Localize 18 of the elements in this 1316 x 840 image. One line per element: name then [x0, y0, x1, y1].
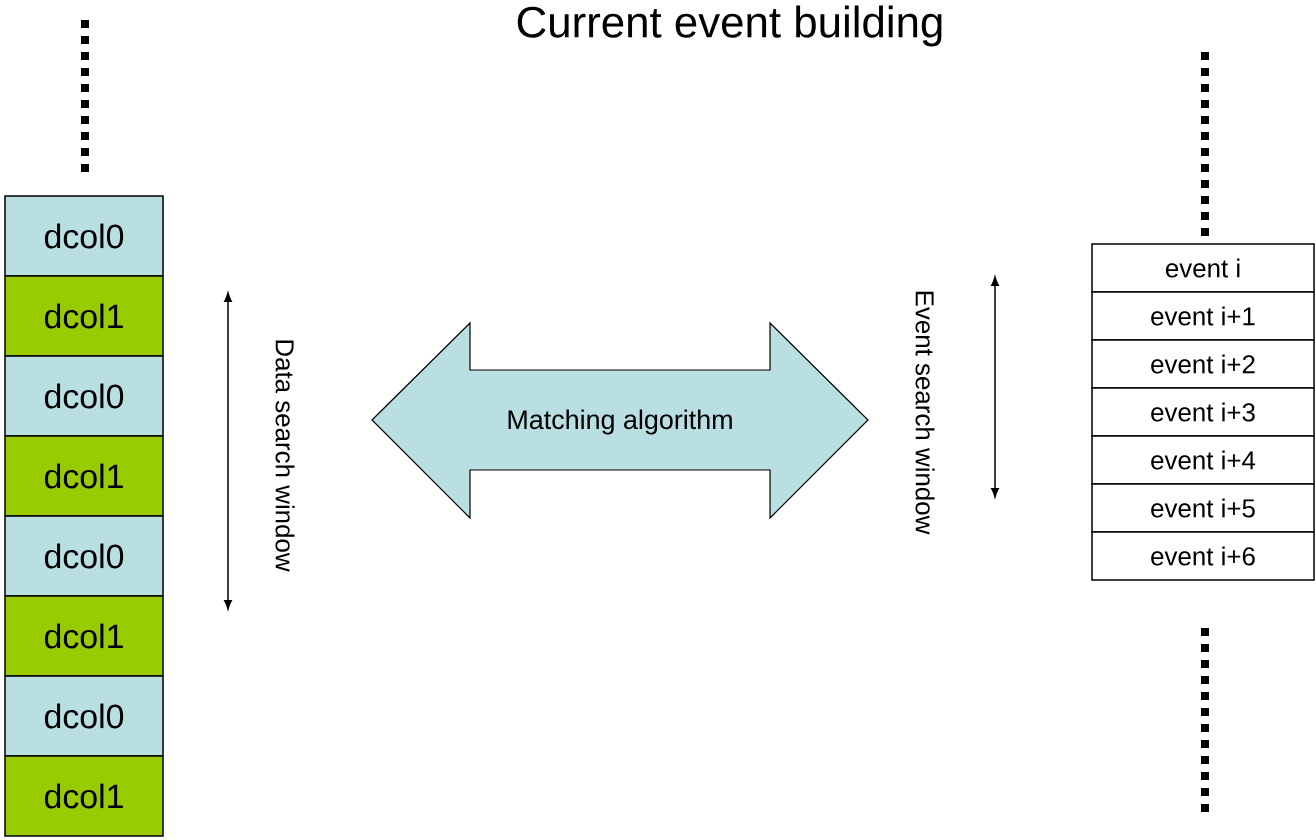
data-cell: dcol0	[4, 515, 164, 597]
window-label: Event search window	[915, 291, 935, 535]
data-cell: dcol0	[4, 195, 164, 277]
event-cell: event i+1	[1091, 291, 1315, 341]
event-cell: event i	[1091, 243, 1315, 293]
data-cell: dcol0	[4, 355, 164, 437]
window-label: Data search window	[275, 340, 295, 572]
event-cell: event i+6	[1091, 531, 1315, 581]
data-cell: dcol0	[4, 675, 164, 757]
title: Current event building	[517, 5, 942, 47]
event-cell: event i+4	[1091, 435, 1315, 485]
event-cell: event i+3	[1091, 387, 1315, 437]
event-cell: event i+5	[1091, 483, 1315, 533]
event-cell: event i+2	[1091, 339, 1315, 389]
data-cell: dcol1	[4, 595, 164, 677]
data-cell: dcol1	[4, 275, 164, 357]
data-cell: dcol1	[4, 435, 164, 517]
data-cell: dcol1	[4, 755, 164, 837]
